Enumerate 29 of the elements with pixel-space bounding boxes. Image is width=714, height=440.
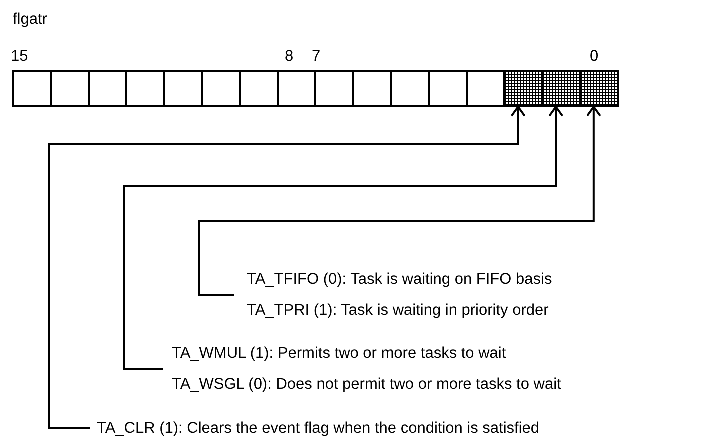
bit-cell — [352, 70, 392, 107]
leader-arrow — [123, 106, 564, 370]
bit-cell — [163, 70, 203, 107]
bit-number: 8 — [285, 48, 294, 66]
bit-number: 7 — [312, 48, 321, 66]
bit-cell — [390, 70, 430, 107]
bit-number: 15 — [11, 48, 28, 66]
hatched-bit-cell — [541, 70, 581, 107]
hatched-bit-cell — [503, 70, 544, 107]
bit-cell — [12, 70, 52, 107]
bit-cell — [276, 70, 316, 107]
attribute-description: TA_WMUL (1): Permits two or more tasks to wait — [172, 344, 508, 364]
register-name: flgatr — [13, 11, 48, 29]
hatched-bit-cell — [579, 70, 619, 107]
attribute-description: TA_CLR (1): Clears the event flag when the condition is satisfied — [97, 419, 540, 439]
bit-cell — [428, 70, 468, 107]
bit-cell — [50, 70, 90, 107]
bit-number: 0 — [590, 48, 599, 66]
bit-cell — [466, 70, 506, 107]
leader-arrow — [198, 106, 602, 296]
attribute-description: TA_WSGL (0): Does not permit two or more tasks to wait — [172, 375, 562, 395]
bit-cell — [88, 70, 128, 107]
bit-cell — [125, 70, 166, 107]
bit-cell — [238, 70, 279, 107]
attribute-description: TA_TPRI (1): Task is waiting in priority order — [247, 301, 550, 321]
bit-cell — [201, 70, 241, 107]
bit-cell — [314, 70, 354, 107]
attribute-description: TA_TFIFO (0): Task is waiting on FIFO basis — [247, 270, 552, 290]
leader-arrow — [48, 106, 526, 430]
